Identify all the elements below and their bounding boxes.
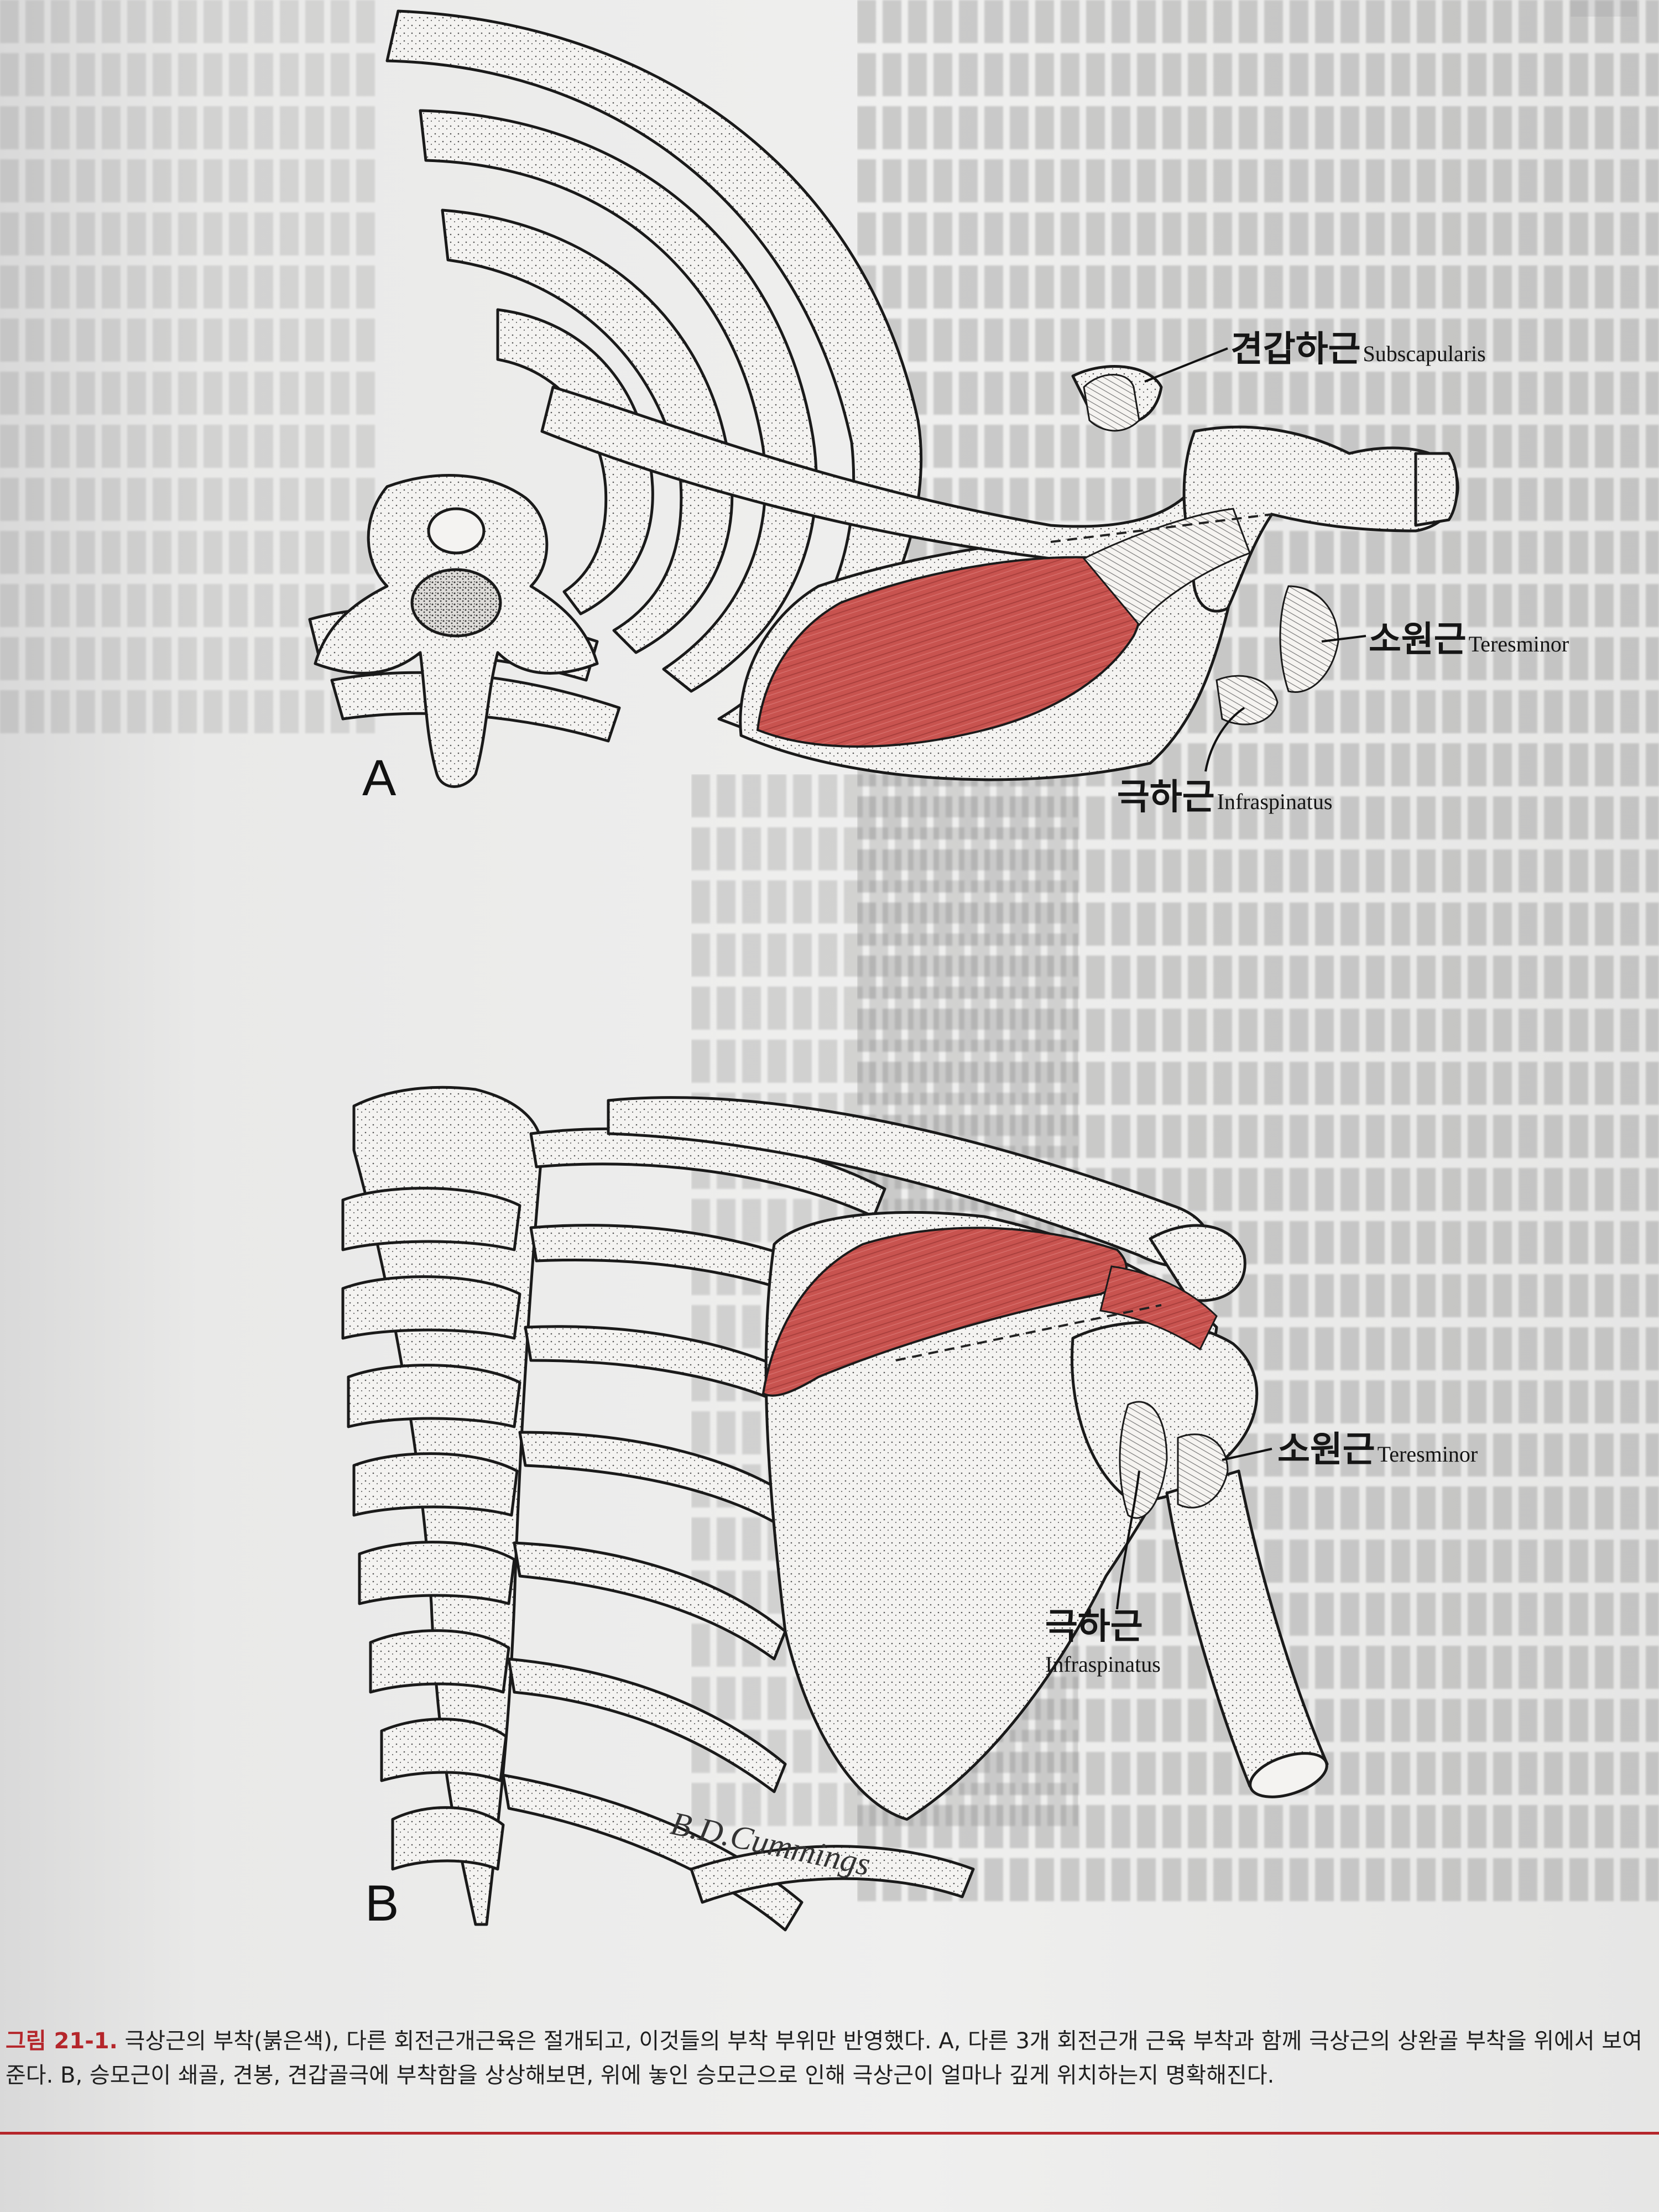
label-a-teres-minor: 소원근 Teresminor: [1369, 622, 1569, 658]
background-page-text-left: [0, 0, 376, 774]
label-b-infraspinatus-ko: 극하근: [1045, 1606, 1143, 1647]
label-b-infraspinatus-en-wrap: Infraspinatus: [1045, 1653, 1161, 1676]
panel-b-vertebra-5: [358, 1541, 516, 1605]
panel-b-acromion: [1149, 1224, 1246, 1302]
panel-b-teres-minor-tendon: [1177, 1433, 1229, 1509]
label-b-teres-minor-ko: 소원근: [1277, 1430, 1375, 1470]
panel-a-dashed-line: [1050, 513, 1272, 543]
panel-b-leader-infraspinatus: [1116, 1470, 1140, 1610]
panel-b-infraspinatus-tendon: [1119, 1401, 1168, 1519]
label-b-teres-minor: 소원근 Teresminor: [1277, 1432, 1478, 1468]
panel-b-vertebra-1: [341, 1187, 521, 1251]
panel-b-vertebra-6: [369, 1629, 510, 1694]
caption-figure-number: 그림 21-1.: [6, 2028, 118, 2054]
panel-a-letter: A: [362, 750, 397, 806]
panel-b-rib-5: [513, 1541, 787, 1661]
panel-b-rib-8: [690, 1845, 975, 1904]
label-b-teres-minor-en: Teresminor: [1377, 1442, 1478, 1467]
panel-b-vertebra-4: [352, 1452, 519, 1517]
panel-b-supraspinatus-muscle: [761, 1227, 1128, 1397]
panel-b-rib-4: [518, 1431, 804, 1533]
panel-a-teres-minor-tendon: [1279, 585, 1339, 693]
label-a-subscapularis-en: Subscapularis: [1363, 341, 1486, 366]
label-a-infraspinatus-ko: 극하근: [1117, 777, 1215, 818]
panel-a-supraspinatus-tendon: [1082, 508, 1251, 627]
panel-a-infraspinatus-tendon: [1215, 675, 1279, 726]
panel-b-vertebra-2: [341, 1275, 521, 1340]
panel-b-vertebra-8: [391, 1806, 505, 1871]
panel-b-supraspinatus-tendon: [1099, 1265, 1218, 1351]
panel-a-subscapularis-tendon: [1083, 374, 1140, 432]
label-a-subscapularis-ko: 견갑하근: [1230, 329, 1361, 370]
panel-b-humerus-shaft: [1165, 1469, 1329, 1788]
page-corner-mark: [1571, 0, 1637, 17]
label-b-infraspinatus-en: Infraspinatus: [1045, 1652, 1161, 1677]
caption-rule: [0, 2132, 1659, 2135]
panel-a-rib-2: [419, 109, 818, 693]
label-a-teres-minor-en: Teresminor: [1468, 632, 1569, 656]
panel-a-vertebral-foramen: [427, 507, 486, 555]
caption-text: 극상근의 부착(붉은색), 다른 회전근개근육은 절개되고, 이것들의 부착 부…: [6, 2028, 1642, 2088]
panel-a-leader-subscapularis: [1144, 347, 1228, 383]
label-b-infraspinatus-ko-wrap: 극하근: [1045, 1609, 1143, 1645]
panel-a-humerus-shaft: [1414, 452, 1459, 527]
panel-b-leader-teres-minor: [1222, 1448, 1272, 1461]
panel-b-humerus-cut-end: [1249, 1752, 1328, 1798]
panel-b-letter: B: [365, 1875, 399, 1932]
panel-b-dashed-line: [895, 1304, 1162, 1361]
label-a-infraspinatus: 극하근 Infraspinatus: [1117, 780, 1332, 815]
panel-a-leader-teres-minor: [1321, 635, 1366, 643]
panel-a-vertebral-body: [410, 568, 502, 638]
panel-b-rib-6: [507, 1657, 787, 1793]
panel-b-vertebra-3: [347, 1364, 521, 1428]
label-a-subscapularis: 견갑하근 Subscapularis: [1230, 332, 1486, 367]
panel-a-leader-infraspinatus: [1204, 707, 1245, 772]
panel-b-drawing: [341, 1086, 1329, 1932]
label-a-teres-minor-ko: 소원근: [1369, 619, 1467, 660]
panel-b-rib-7: [502, 1773, 804, 1932]
panel-a-rib-3: [441, 208, 734, 654]
panel-b-vertebra-7: [380, 1718, 508, 1782]
figure-caption: 그림 21-1. 극상근의 부착(붉은색), 다른 회전근개근육은 절개되고, …: [6, 2024, 1642, 2093]
label-a-infraspinatus-en: Infraspinatus: [1217, 789, 1333, 814]
